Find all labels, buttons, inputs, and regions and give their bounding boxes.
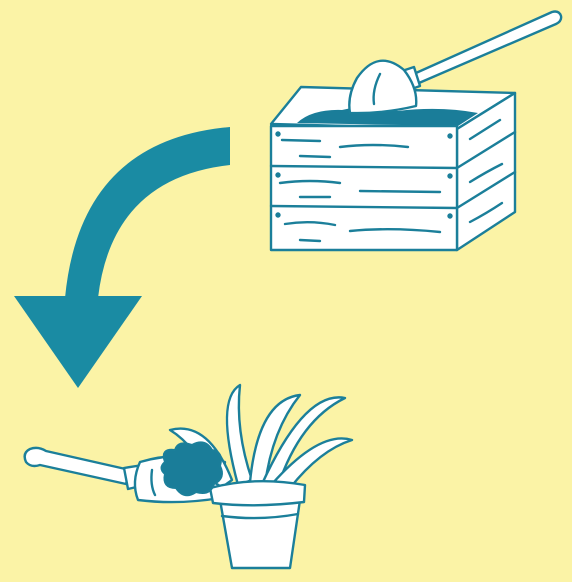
- pot-rim: [210, 481, 305, 505]
- trowel-compost: [162, 442, 223, 495]
- pot-body: [220, 500, 300, 568]
